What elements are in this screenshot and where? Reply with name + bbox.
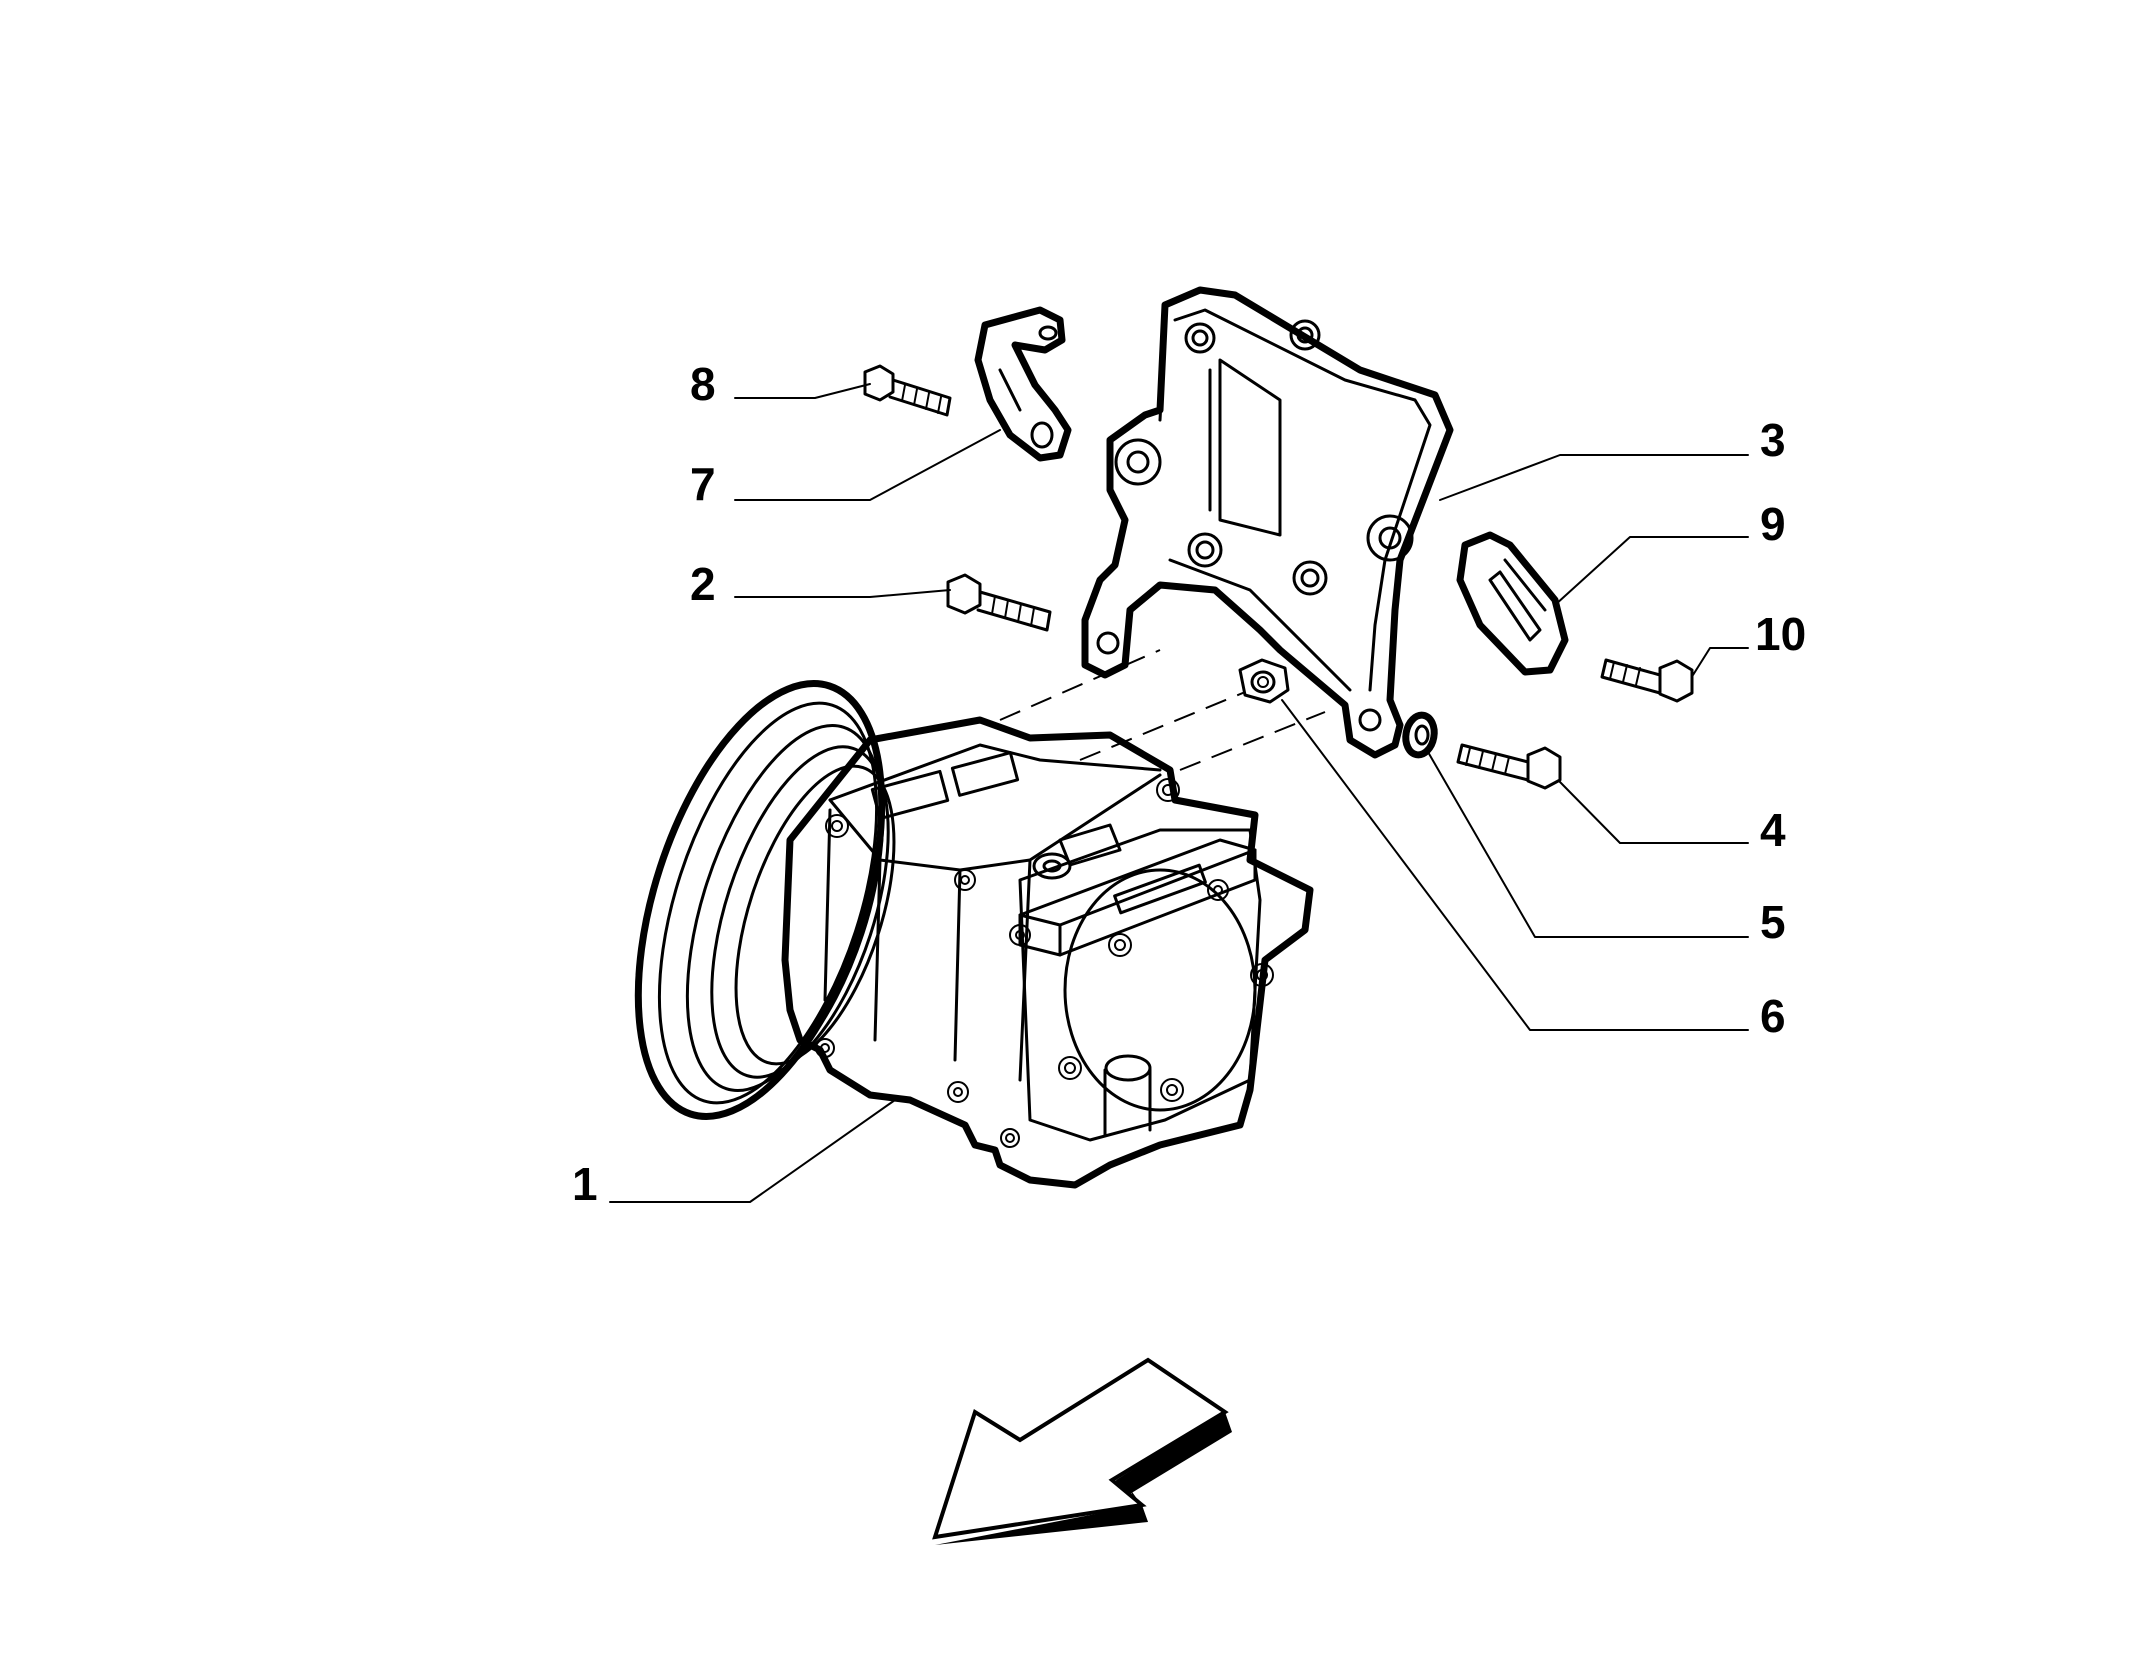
callout-8: 8 [690,358,716,410]
bracket-plate-part-3[interactable] [1081,286,1454,759]
callout-6: 6 [1760,990,1786,1042]
direction-arrow-icon [932,1357,1232,1545]
nut-part-6[interactable] [1238,658,1290,704]
callout-4: 4 [1760,804,1786,856]
plate-part-9[interactable] [1456,531,1569,676]
bolt-part-4[interactable] [1456,743,1562,790]
callout-10: 10 [1755,608,1806,660]
callout-9: 9 [1760,498,1786,550]
bolt-part-2[interactable] [946,573,1052,632]
alignment-lines [999,649,1326,771]
compressor-part-1[interactable] [591,654,1314,1189]
bolt-part-8[interactable] [863,364,952,417]
callout-3: 3 [1760,414,1786,466]
callout-5: 5 [1760,896,1786,948]
bolt-part-10[interactable] [1600,658,1694,703]
callout-2: 2 [690,558,716,610]
washer-part-5[interactable] [1402,711,1438,759]
leader-lines [609,383,1749,1203]
callout-7: 7 [690,458,716,510]
bracket-part-7[interactable] [974,306,1072,462]
callout-1: 1 [572,1158,598,1210]
